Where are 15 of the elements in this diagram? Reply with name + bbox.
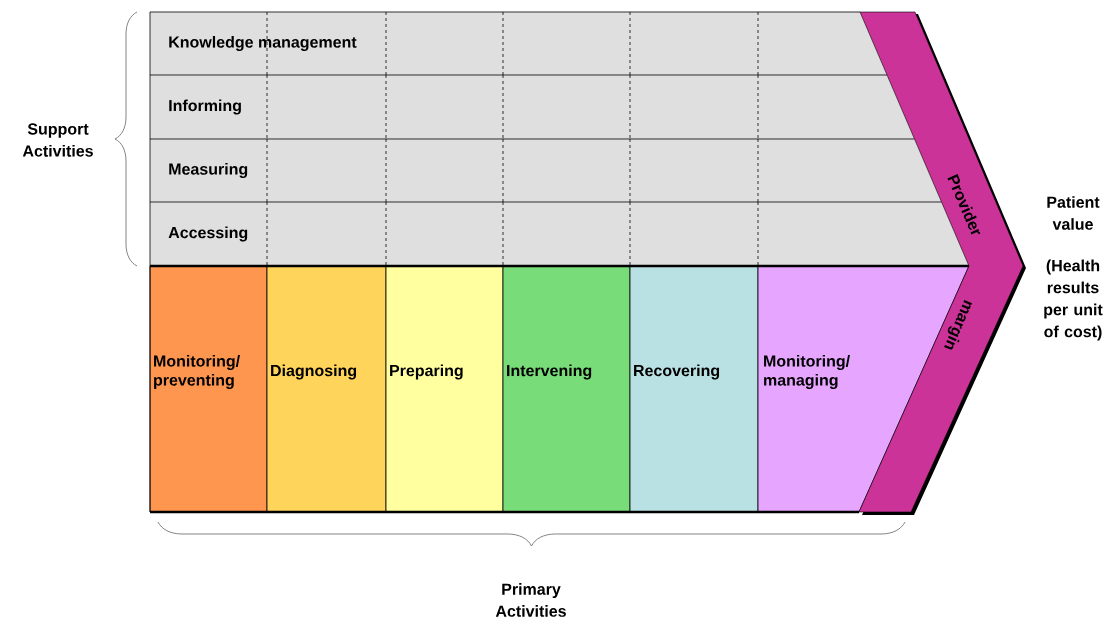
node-label: Informing	[169, 99, 241, 115]
activity-column: Intervening	[502, 265, 631, 513]
group-label: Primary Activities	[495, 583, 566, 617]
activity-column: Diagnosing	[266, 265, 387, 513]
activity-column: Monitoring/ preventing	[149, 265, 268, 513]
outcome-note: (Health results per unit of cost)	[1044, 259, 1103, 341]
activity-column: Preparing	[385, 265, 504, 513]
node-label: Knowledge management	[169, 36, 357, 51]
support-row: Informing	[149, 74, 915, 140]
node-label: Measuring	[169, 163, 248, 178]
outcome-label: Patient value	[1047, 196, 1100, 230]
support-row: Knowledge management	[149, 11, 887, 76]
group-label: Support Activities	[22, 123, 93, 157]
support-row: Measuring	[149, 138, 942, 203]
activity-column: Recovering	[629, 265, 759, 513]
